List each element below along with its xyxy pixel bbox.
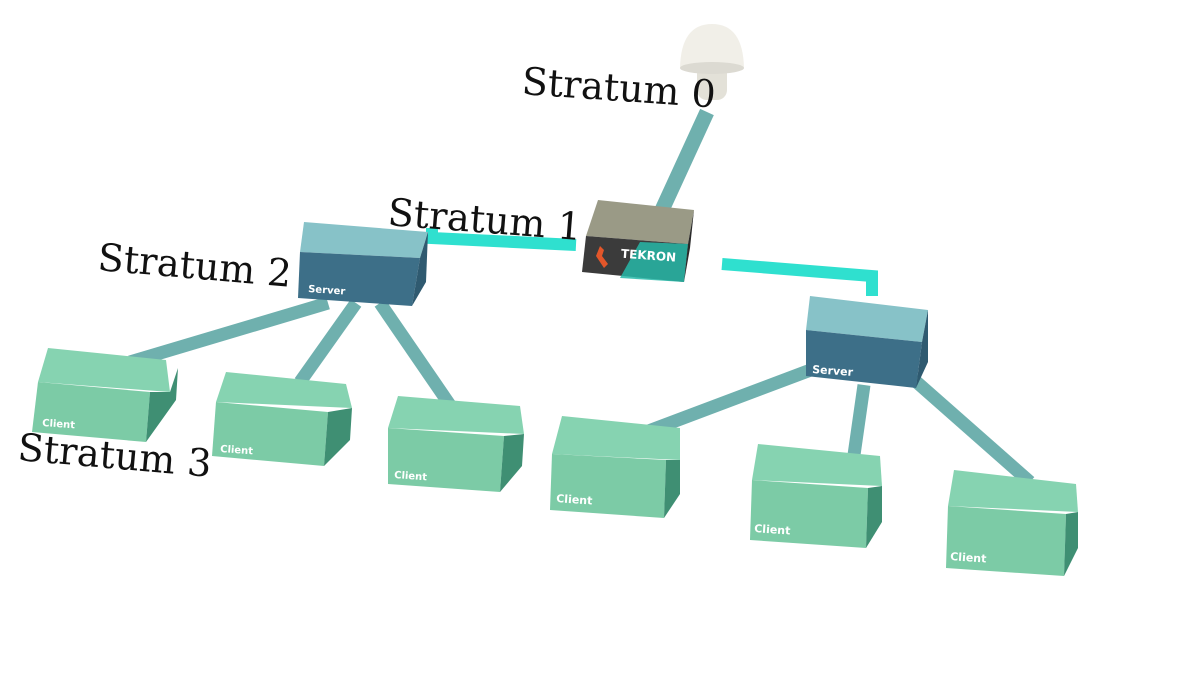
links bbox=[128, 108, 1035, 487]
client-1-label: Client bbox=[42, 418, 76, 431]
primary-brand-label: TEKRON bbox=[621, 247, 677, 265]
server-left: Server bbox=[298, 222, 428, 306]
gps-antenna-icon bbox=[680, 24, 744, 100]
link-server-left-client-3 bbox=[374, 299, 458, 412]
link-server-left-client-1 bbox=[128, 296, 330, 369]
link-server-right-client-4 bbox=[643, 361, 819, 439]
client-4-label: Client bbox=[556, 492, 593, 507]
client-1: Client bbox=[32, 348, 178, 442]
client-2-label: Client bbox=[220, 444, 254, 457]
client-5: Client bbox=[750, 444, 882, 548]
link-primary-to-server-right bbox=[721, 258, 878, 296]
link-server-right-client-5 bbox=[847, 384, 871, 456]
server-right: Server bbox=[806, 296, 928, 388]
link-antenna-to-primary bbox=[655, 108, 714, 214]
client-6: Client bbox=[946, 470, 1078, 576]
server-right-label: Server bbox=[812, 363, 854, 379]
server-left-label: Server bbox=[308, 284, 346, 298]
link-server-right-client-6 bbox=[907, 373, 1035, 487]
primary-time-server: TEKRON bbox=[582, 200, 694, 282]
client-3: Client bbox=[388, 396, 524, 492]
tekron-logo-icon bbox=[596, 246, 608, 268]
client-3-label: Client bbox=[394, 470, 428, 483]
link-server-left-client-2 bbox=[294, 299, 362, 386]
client-2: Client bbox=[212, 372, 352, 466]
link-primary-to-server-left bbox=[426, 228, 577, 251]
client-6-label: Client bbox=[950, 550, 987, 565]
client-4: Client bbox=[550, 416, 680, 518]
client-5-label: Client bbox=[754, 522, 791, 537]
